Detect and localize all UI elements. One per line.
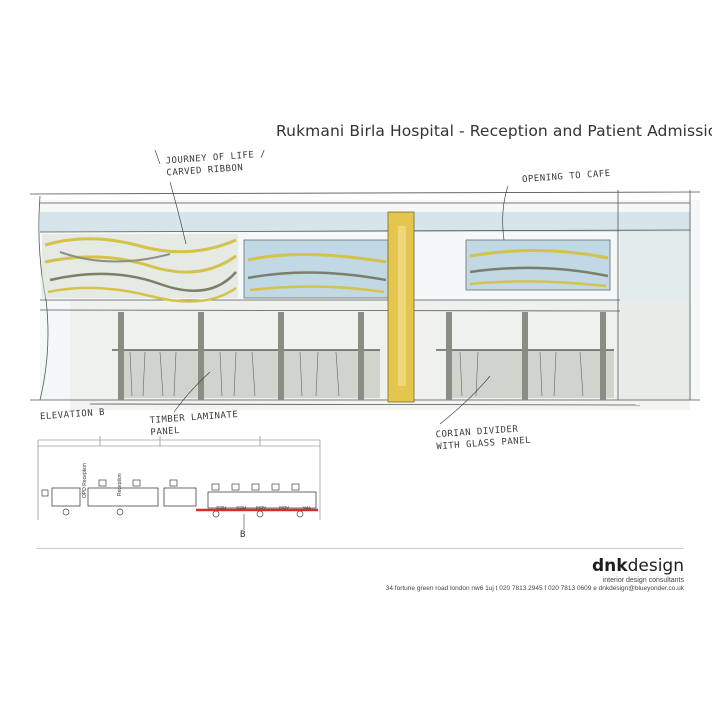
reception-counter-left	[112, 312, 380, 400]
plan-desk-label: REG	[216, 505, 226, 510]
plan-desk-label: ADM	[279, 505, 289, 510]
brand-tagline: interior design consultants	[602, 577, 684, 584]
footer-rule	[36, 548, 684, 549]
leader-lines	[154, 149, 509, 425]
plan-label-reception: Reception	[117, 473, 123, 496]
glass-panel-cafe	[465, 239, 611, 291]
contact-address: 34 fortune green road london nw6 1uj t 0…	[385, 585, 684, 592]
brand-logo: dnkdesign	[592, 556, 684, 576]
brand-light: design	[627, 556, 684, 576]
glass-panel-centre	[243, 239, 389, 299]
plan-desk-label: TPA	[303, 505, 311, 510]
plan-label-opd: OPD Reception	[82, 463, 88, 498]
plan-desk-label: ADM	[256, 505, 266, 510]
drawing-title: Rukmani Birla Hospital - Reception and P…	[276, 122, 712, 140]
plan-desk-label: REG	[236, 505, 246, 510]
carved-ribbon	[42, 234, 238, 303]
brand-bold: dnk	[592, 556, 628, 576]
admissions-counter-right	[436, 312, 614, 400]
frame-lines	[29, 190, 701, 406]
yellow-column	[387, 211, 415, 403]
floor-plan	[37, 436, 321, 530]
plan-section-mark: B	[240, 530, 245, 540]
